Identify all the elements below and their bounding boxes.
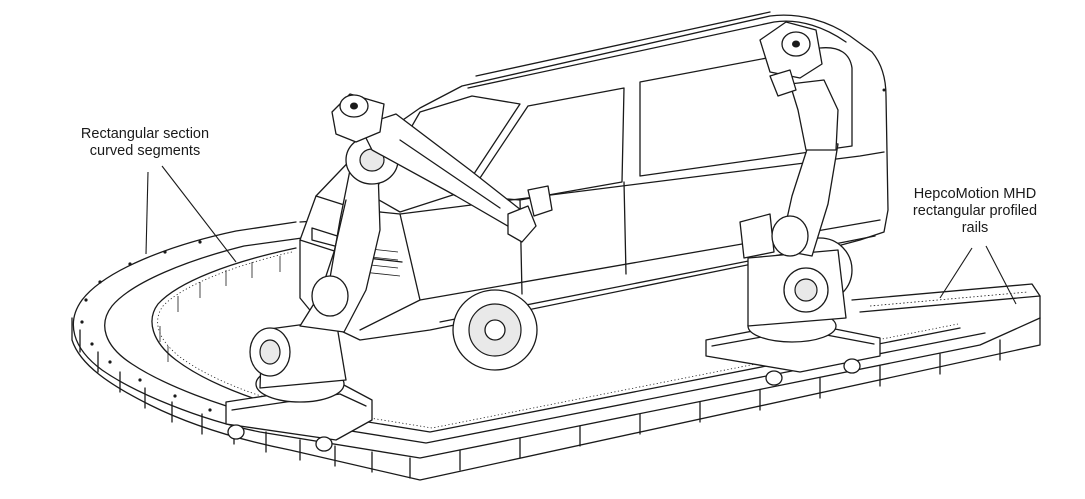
leader-right-rail1	[939, 247, 973, 299]
leader-lines	[145, 165, 1017, 305]
callout-right-line2: rectangular profiled	[912, 203, 1038, 219]
van	[299, 11, 889, 371]
callout-right-line1: HepcoMotion MHD	[913, 186, 1037, 202]
leader-left-outer	[145, 171, 149, 255]
track-system	[71, 195, 1041, 481]
callout-curved-segments: Rectangular section curved segments	[60, 126, 230, 160]
robot-right	[705, 21, 881, 386]
callout-left-line2: curved segments	[89, 143, 201, 159]
robot-left	[225, 93, 537, 452]
leader-left-inner	[161, 165, 237, 263]
dot-mark	[882, 88, 886, 92]
callout-right-line3: rails	[961, 220, 989, 236]
callout-profiled-rails: HepcoMotion MHD rectangular profiled rai…	[890, 186, 1060, 237]
callout-left-line1: Rectangular section	[80, 126, 210, 142]
leader-right-rail2	[985, 245, 1017, 305]
